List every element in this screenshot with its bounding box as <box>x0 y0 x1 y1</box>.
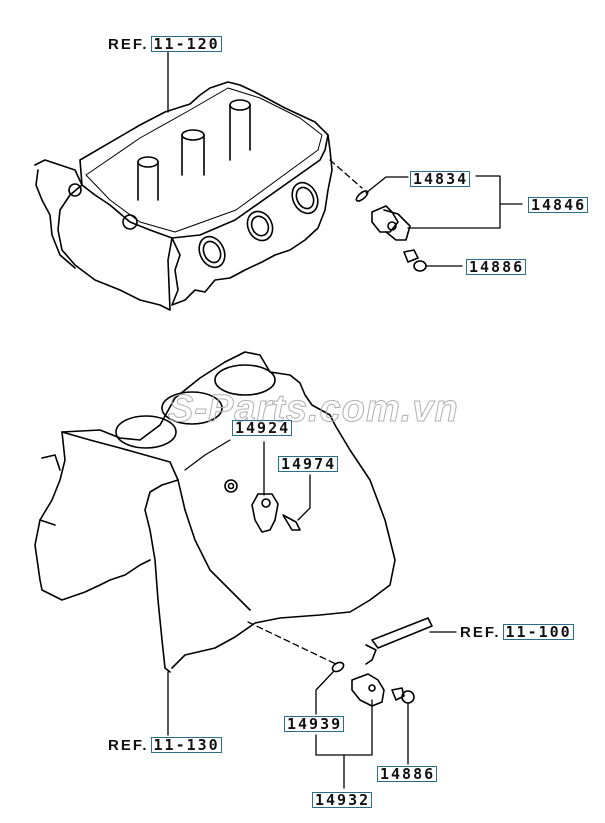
part-number: 14886 <box>466 259 527 275</box>
cylinder-head-illustration <box>34 51 363 311</box>
part-number: 14974 <box>278 456 339 472</box>
part-number: 14932 <box>312 792 373 808</box>
knock-sensor-parts-illustration <box>251 441 311 533</box>
cylinder-block-illustration <box>34 351 396 736</box>
ref-prefix: REF. <box>108 737 149 754</box>
ref-code: 11-100 <box>502 624 574 640</box>
crank-sensor-parts-illustration <box>315 617 457 789</box>
ref-prefix: REF. <box>108 36 149 53</box>
part-number: 14939 <box>284 716 345 732</box>
watermark-text: S-Parts.com.vn <box>168 388 459 431</box>
part-label-oring-upper[interactable]: 14834 <box>410 171 471 187</box>
part-label-bolt-upper[interactable]: 14886 <box>466 259 527 275</box>
part-label-crank-sensor-assy[interactable]: 14932 <box>312 792 373 808</box>
ref-prefix: REF. <box>460 624 501 641</box>
part-number: 14834 <box>410 171 471 187</box>
part-label-cam-sensor-assy[interactable]: 14846 <box>528 197 589 213</box>
ref-label-cylinder-head[interactable]: REF.11-120 <box>108 36 222 52</box>
ref-code: 11-130 <box>150 737 222 753</box>
part-label-oring-lower[interactable]: 14939 <box>284 716 345 732</box>
ref-label-engine-oil[interactable]: REF.11-100 <box>460 624 574 640</box>
ref-code: 11-120 <box>150 36 222 52</box>
part-number: 14846 <box>528 197 589 213</box>
part-label-bolt-lower[interactable]: 14886 <box>377 766 438 782</box>
part-number: 14924 <box>232 420 293 436</box>
cam-sensor-parts-illustration <box>355 175 523 272</box>
part-label-knock-sensor[interactable]: 14924 <box>232 420 293 436</box>
ref-label-cylinder-block[interactable]: REF.11-130 <box>108 737 222 753</box>
part-label-knock-bolt[interactable]: 14974 <box>278 456 339 472</box>
part-number: 14886 <box>377 766 438 782</box>
oring-upper-shape <box>355 190 369 202</box>
